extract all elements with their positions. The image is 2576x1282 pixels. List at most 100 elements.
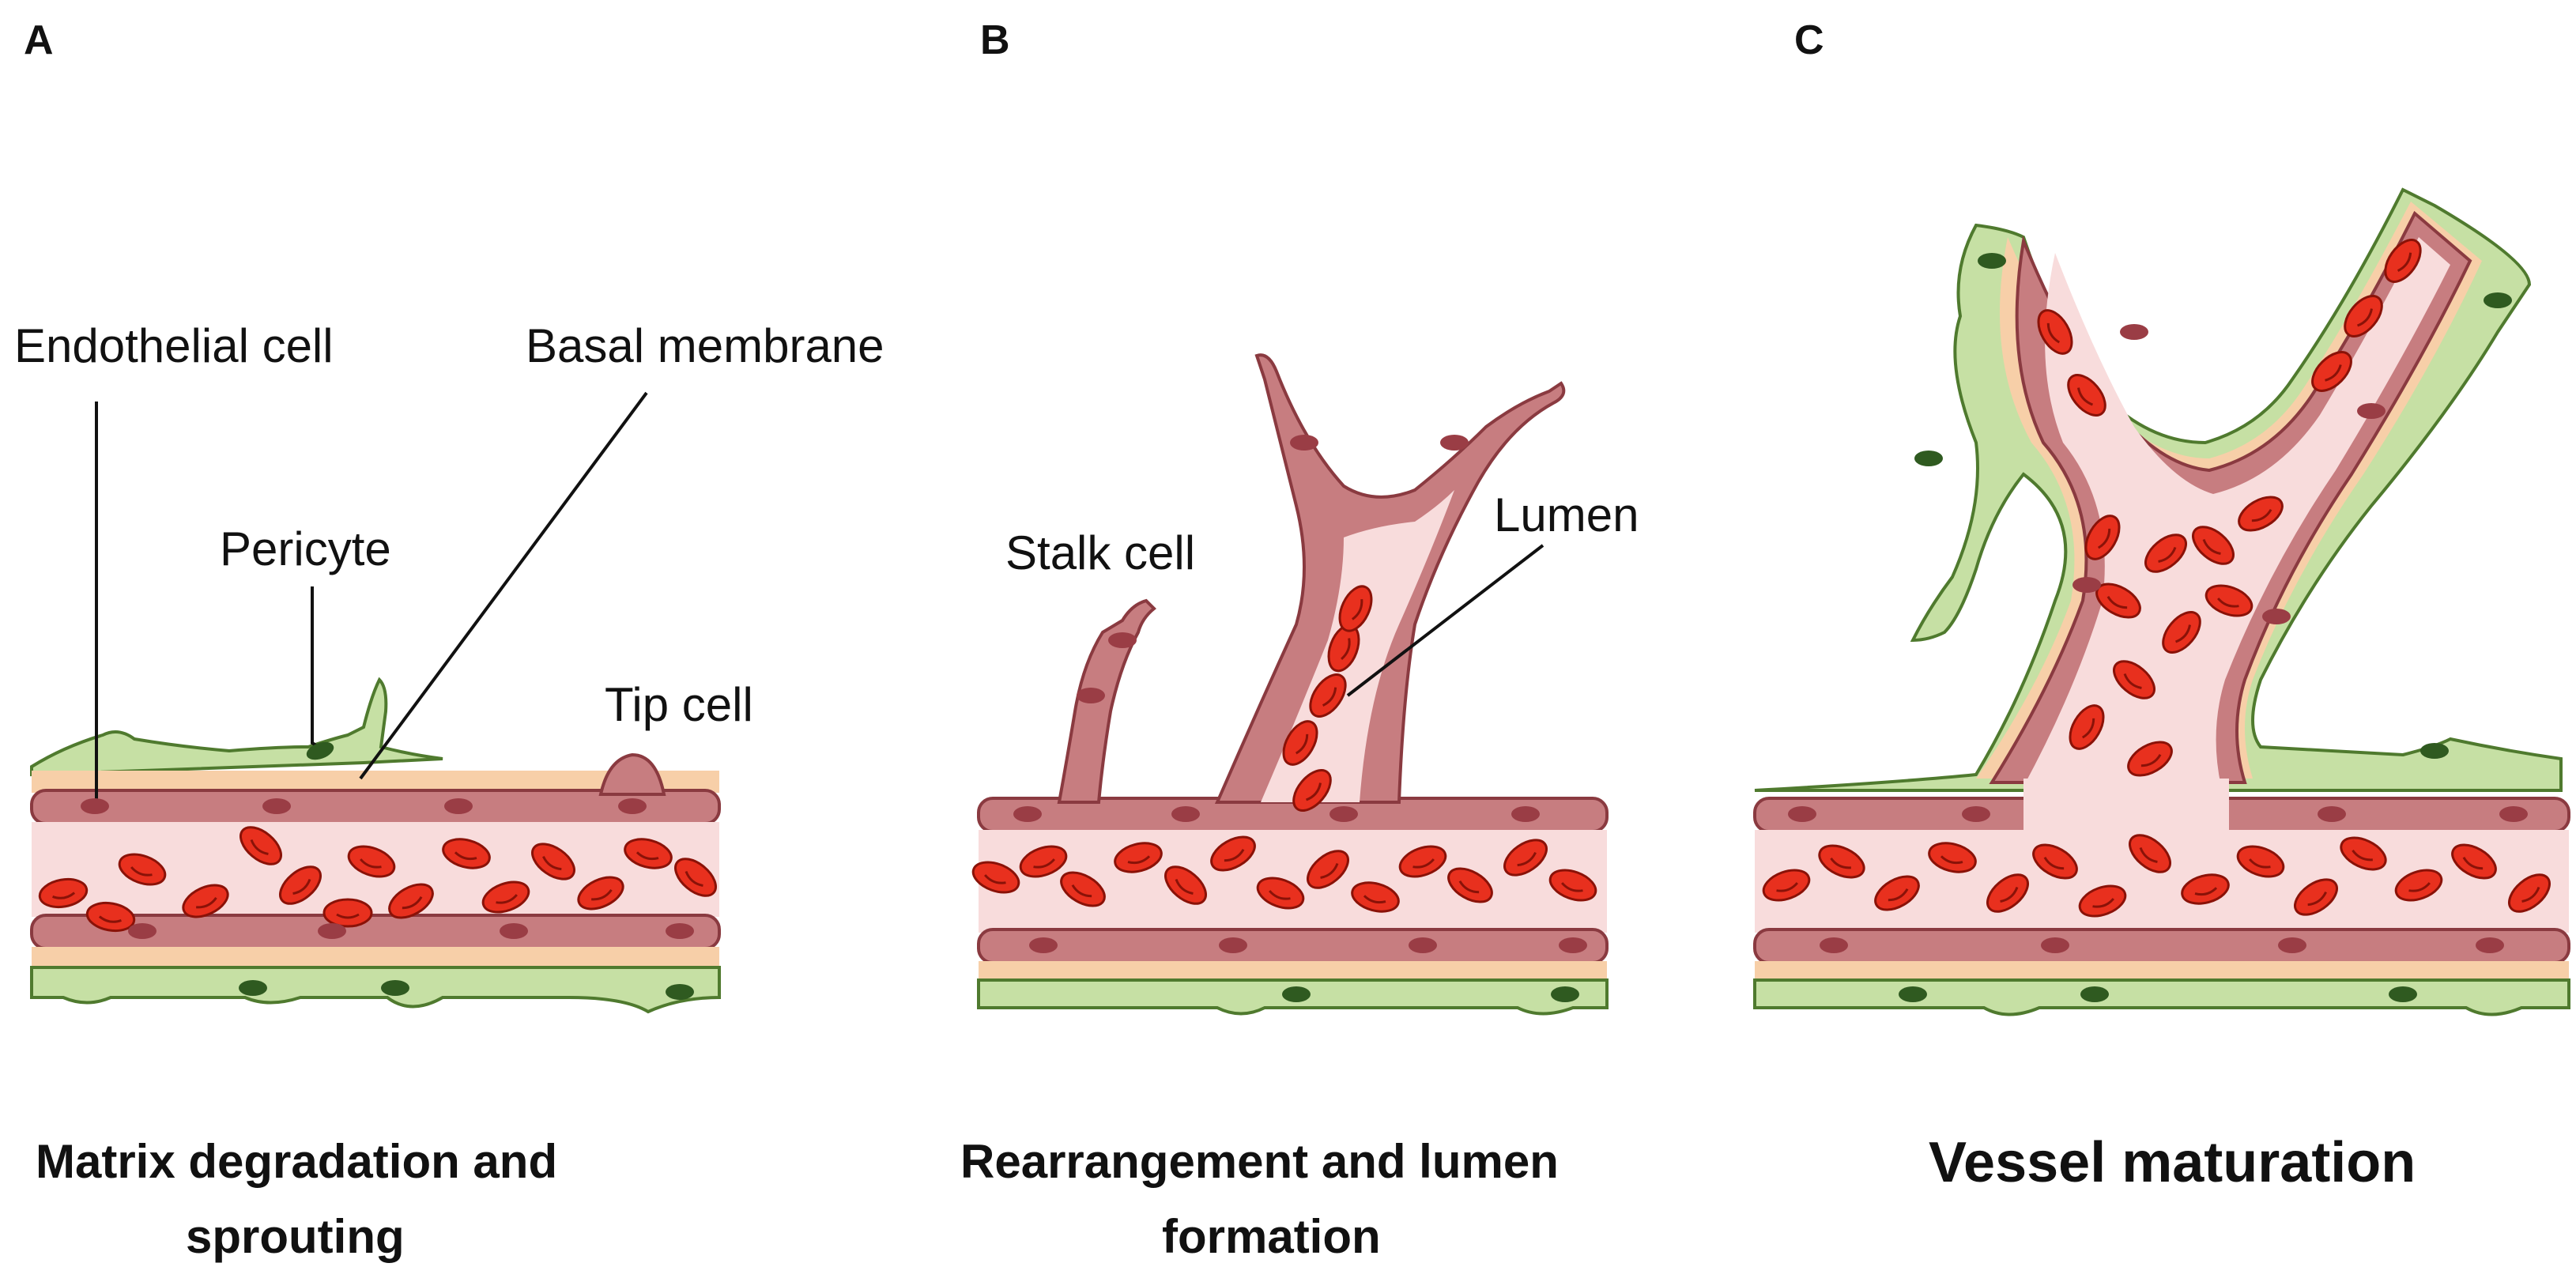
- label-endothelial-cell: Endothelial cell: [14, 319, 334, 372]
- decorations: [38, 239, 2551, 1002]
- pericyte-nucleus: [2389, 986, 2417, 1002]
- red-blood-cell: [322, 898, 373, 928]
- red-blood-cell: [624, 838, 673, 869]
- leader-pericyte: [311, 586, 324, 751]
- red-blood-cell: [182, 884, 229, 918]
- red-blood-cell: [2294, 878, 2338, 916]
- red-blood-cell: [2451, 843, 2497, 880]
- red-blood-cell: [1307, 850, 1349, 889]
- red-blood-cell: [1928, 842, 1977, 873]
- panel-b: B Stalk cell Lumen Rearrangement and lum…: [960, 17, 1639, 1263]
- panel-c-pericyte-layer-bottom: [1753, 978, 2570, 1016]
- panel-b-endothelium-bottom: [977, 928, 1609, 964]
- red-blood-cell: [2037, 309, 2073, 355]
- endothelial-nucleus: [128, 923, 157, 939]
- panel-a-tip-cell: [598, 752, 666, 796]
- panel-c-lumen-join: [2023, 779, 2229, 842]
- label-lumen: Lumen: [1494, 488, 1639, 541]
- pericyte-nucleus: [2080, 986, 2109, 1002]
- endothelial-nucleus: [1171, 806, 1200, 822]
- pericyte-nucleus: [2420, 743, 2449, 759]
- endothelial-nucleus: [1409, 937, 1437, 953]
- red-blood-cell: [1447, 867, 1493, 903]
- red-blood-cell: [1874, 875, 1920, 911]
- red-blood-cell: [1986, 873, 2029, 913]
- red-blood-cell: [1338, 585, 1373, 632]
- panel-c-caption: Vessel maturation: [1929, 1131, 2416, 1194]
- red-blood-cell: [1309, 673, 1347, 718]
- red-blood-cell: [2129, 834, 2171, 873]
- panel-b-caption-line1: Rearrangement and lumen: [960, 1135, 1559, 1188]
- endothelial-nucleus: [1108, 632, 1137, 648]
- endothelial-nucleus: [1290, 435, 1318, 451]
- red-blood-cell: [2162, 611, 2201, 654]
- endothelial-nucleus: [2262, 609, 2291, 624]
- pericyte-nucleus: [1282, 986, 1311, 1002]
- panel-c-letter: C: [1794, 17, 1824, 63]
- panel-a-pericyte-layer-top: [30, 677, 443, 777]
- endothelial-nucleus: [1788, 806, 1816, 822]
- endothelial-nucleus: [318, 923, 346, 939]
- endothelial-nucleus: [1029, 937, 1058, 953]
- red-blood-cell: [279, 865, 322, 905]
- endothelial-nucleus: [2357, 403, 2386, 419]
- red-blood-cell: [1548, 869, 1597, 902]
- red-blood-cell: [1292, 769, 1332, 812]
- label-pericyte: Pericyte: [220, 522, 391, 575]
- red-blood-cell: [481, 880, 530, 914]
- label-stalk-cell: Stalk cell: [1005, 526, 1195, 579]
- panel-b-letter: B: [980, 17, 1010, 63]
- red-blood-cell: [2067, 374, 2106, 417]
- red-blood-cell: [85, 901, 136, 933]
- red-blood-cell: [2340, 836, 2387, 871]
- red-blood-cell: [2084, 515, 2121, 560]
- red-blood-cell: [2344, 295, 2383, 337]
- red-blood-cell: [674, 858, 717, 897]
- panel-c: C Vessel maturation: [1753, 17, 2570, 1194]
- endothelial-nucleus: [500, 923, 528, 939]
- endothelial-nucleus: [1559, 937, 1587, 953]
- red-blood-cell: [347, 845, 396, 878]
- panel-a-caption-line1: Matrix degradation and: [36, 1135, 557, 1188]
- endothelial-nucleus: [666, 923, 694, 939]
- label-basal-membrane: Basal membrane: [526, 319, 884, 372]
- red-blood-cell: [2181, 873, 2230, 905]
- red-blood-cell: [38, 877, 89, 909]
- red-blood-cell: [2311, 351, 2352, 392]
- red-blood-cell: [2384, 239, 2422, 283]
- red-blood-cell: [2192, 526, 2235, 565]
- pericyte-nucleus: [1978, 253, 2006, 269]
- red-blood-cell: [442, 838, 491, 869]
- pericyte-nucleus: [306, 741, 334, 760]
- pericyte-nucleus: [1551, 986, 1579, 1002]
- endothelial-nucleus: [1329, 806, 1358, 822]
- panel-a-vessel: [30, 677, 721, 1014]
- endothelial-nucleus: [2476, 937, 2504, 953]
- endothelial-nucleus: [1013, 806, 1042, 822]
- red-blood-cell: [1210, 835, 1256, 872]
- red-blood-cell: [1164, 865, 1207, 905]
- endothelial-nucleus: [1511, 806, 1540, 822]
- panel-a-letter: A: [24, 17, 54, 63]
- red-blood-cell: [1503, 839, 1548, 877]
- endothelial-nucleus: [262, 798, 291, 814]
- red-blood-cell: [577, 876, 624, 911]
- red-blood-cell: [2394, 869, 2443, 902]
- red-blood-cell: [1398, 845, 1447, 878]
- red-blood-cell: [1282, 720, 1318, 766]
- panel-a-basal-membrane-bottom: [32, 947, 719, 969]
- red-blood-cell: [1762, 869, 1811, 902]
- pericyte-nucleus: [1899, 986, 1927, 1002]
- endothelial-nucleus: [444, 798, 473, 814]
- red-blood-cell: [118, 853, 167, 886]
- red-blood-cell: [1114, 842, 1163, 873]
- pericyte-nucleus: [1914, 451, 1943, 466]
- red-blood-cell: [1818, 844, 1865, 879]
- panel-c-vessel: [1753, 187, 2570, 1016]
- pericyte-nucleus: [2484, 292, 2512, 308]
- panel-b-vessel: [977, 353, 1609, 1016]
- red-blood-cell: [2508, 873, 2551, 913]
- red-blood-cell: [2127, 741, 2173, 777]
- red-blood-cell: [2069, 704, 2105, 750]
- red-blood-cell: [971, 861, 1020, 894]
